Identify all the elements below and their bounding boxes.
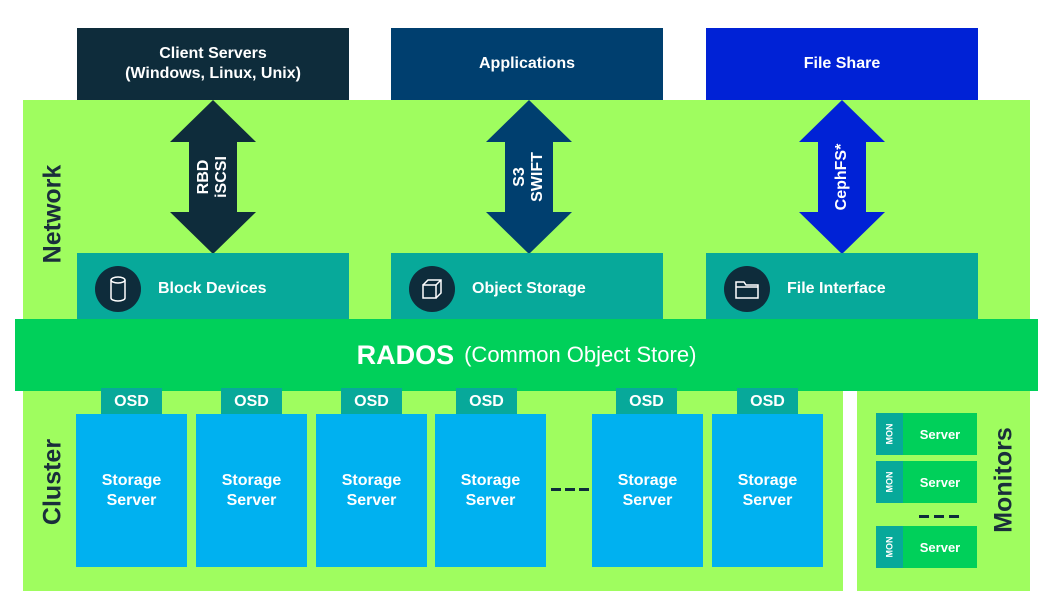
storage-server-line1: Storage bbox=[737, 471, 798, 489]
storage-server: Storage Server bbox=[435, 414, 546, 567]
cephfs-arrow-label: CephFS* bbox=[833, 144, 851, 211]
monitor-node: MON Server bbox=[876, 526, 977, 568]
dash bbox=[919, 515, 929, 518]
storage-server-line2: Server bbox=[106, 491, 157, 509]
swift-label: SWIFT bbox=[529, 152, 546, 202]
osd-tab: OSD bbox=[221, 388, 282, 416]
storage-server-line2: Server bbox=[346, 491, 397, 509]
cephfs-arrow bbox=[799, 100, 885, 254]
mon-tag: MON bbox=[876, 526, 903, 568]
network-label: Network bbox=[38, 164, 67, 264]
storage-server-line1: Storage bbox=[221, 471, 282, 489]
cylinder-icon bbox=[95, 266, 141, 312]
monitor-server: Server bbox=[903, 413, 977, 455]
rados-bar: RADOS (Common Object Store) bbox=[15, 319, 1038, 391]
mon-tag-label: MON bbox=[884, 471, 895, 493]
storage-server: Storage Server bbox=[196, 414, 307, 567]
object-storage-box: Object Storage bbox=[391, 253, 663, 325]
cube-icon bbox=[409, 266, 455, 312]
storage-server-line1: Storage bbox=[341, 471, 402, 489]
iscsi-label: iSCSI bbox=[213, 156, 230, 198]
dash bbox=[579, 488, 589, 491]
mon-tag: MON bbox=[876, 413, 903, 455]
file-interface-box: File Interface bbox=[706, 253, 978, 325]
cluster-label: Cluster bbox=[38, 438, 67, 526]
monitor-node: MON Server bbox=[876, 461, 977, 503]
client-servers-title: Client Servers bbox=[159, 45, 267, 62]
mon-tag-label: MON bbox=[884, 536, 895, 558]
osd-tab: OSD bbox=[101, 388, 162, 416]
dash bbox=[934, 515, 944, 518]
osd-tab: OSD bbox=[456, 388, 517, 416]
storage-server-line2: Server bbox=[742, 491, 793, 509]
dash bbox=[949, 515, 959, 518]
rbd-arrow-label: RBD iSCSI bbox=[195, 156, 231, 198]
folder-icon bbox=[724, 266, 770, 312]
storage-server-line2: Server bbox=[465, 491, 516, 509]
rados-title: RADOS bbox=[356, 339, 455, 370]
file-interface-label: File Interface bbox=[787, 280, 886, 297]
applications-box: Applications bbox=[391, 28, 663, 100]
storage-server-line2: Server bbox=[226, 491, 277, 509]
storage-server: Storage Server bbox=[592, 414, 703, 567]
s3-arrow bbox=[486, 100, 572, 254]
cephfs-label: CephFS* bbox=[833, 143, 850, 211]
storage-server: Storage Server bbox=[712, 414, 823, 567]
storage-server-line1: Storage bbox=[101, 471, 162, 489]
applications-title: Applications bbox=[478, 55, 575, 72]
monitor-node: MON Server bbox=[876, 413, 977, 455]
mon-tag: MON bbox=[876, 461, 903, 503]
block-devices-box: Block Devices bbox=[77, 253, 349, 325]
client-servers-subtitle: (Windows, Linux, Unix) bbox=[125, 65, 301, 82]
rbd-arrow bbox=[170, 100, 256, 254]
storage-server-line2: Server bbox=[622, 491, 673, 509]
object-storage-label: Object Storage bbox=[472, 280, 586, 297]
storage-server: Storage Server bbox=[316, 414, 427, 567]
rados-subtitle: (Common Object Store) bbox=[464, 342, 697, 367]
s3-label: S3 bbox=[511, 167, 528, 187]
storage-server: Storage Server bbox=[76, 414, 187, 567]
dash bbox=[565, 488, 575, 491]
monitor-server: Server bbox=[903, 461, 977, 503]
monitors-label: Monitors bbox=[989, 427, 1018, 533]
client-servers-box: Client Servers (Windows, Linux, Unix) bbox=[77, 28, 349, 100]
mon-tag-label: MON bbox=[884, 423, 895, 445]
rbd-label: RBD bbox=[195, 159, 212, 195]
file-share-box: File Share bbox=[706, 28, 978, 100]
storage-server-line1: Storage bbox=[460, 471, 521, 489]
file-share-title: File Share bbox=[803, 55, 881, 72]
dash bbox=[551, 488, 561, 491]
osd-tab: OSD bbox=[737, 388, 798, 416]
block-devices-label: Block Devices bbox=[158, 280, 267, 297]
osd-tab: OSD bbox=[341, 388, 402, 416]
osd-tab: OSD bbox=[616, 388, 677, 416]
monitor-server: Server bbox=[903, 526, 977, 568]
storage-server-line1: Storage bbox=[617, 471, 678, 489]
s3-arrow-label: S3 SWIFT bbox=[511, 152, 547, 202]
